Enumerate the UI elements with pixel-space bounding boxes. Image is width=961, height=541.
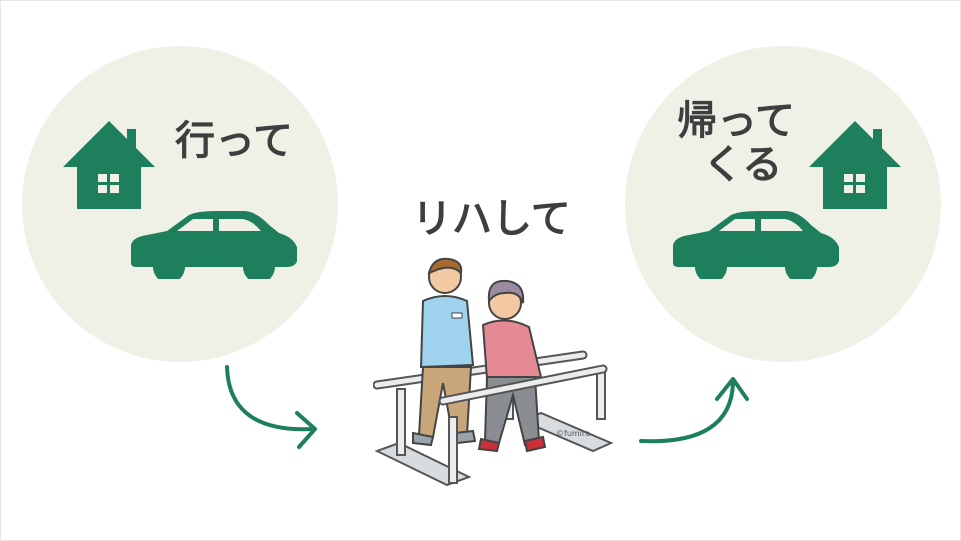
return-label-line2: くる — [703, 142, 783, 188]
rehab-label: リハして — [412, 196, 571, 242]
car-icon — [673, 211, 839, 279]
return-circle — [625, 46, 941, 362]
illustration-credit: ©fumira — [556, 429, 591, 438]
going-label: 行って — [175, 118, 293, 164]
arrow-icon — [225, 365, 317, 449]
return-label-line1: 帰って — [677, 98, 795, 144]
going-circle — [22, 46, 338, 362]
house-icon — [63, 121, 155, 209]
car-icon — [131, 211, 297, 279]
rehab-illustration — [373, 257, 614, 487]
arrow-icon — [639, 377, 749, 444]
house-icon — [809, 121, 901, 209]
